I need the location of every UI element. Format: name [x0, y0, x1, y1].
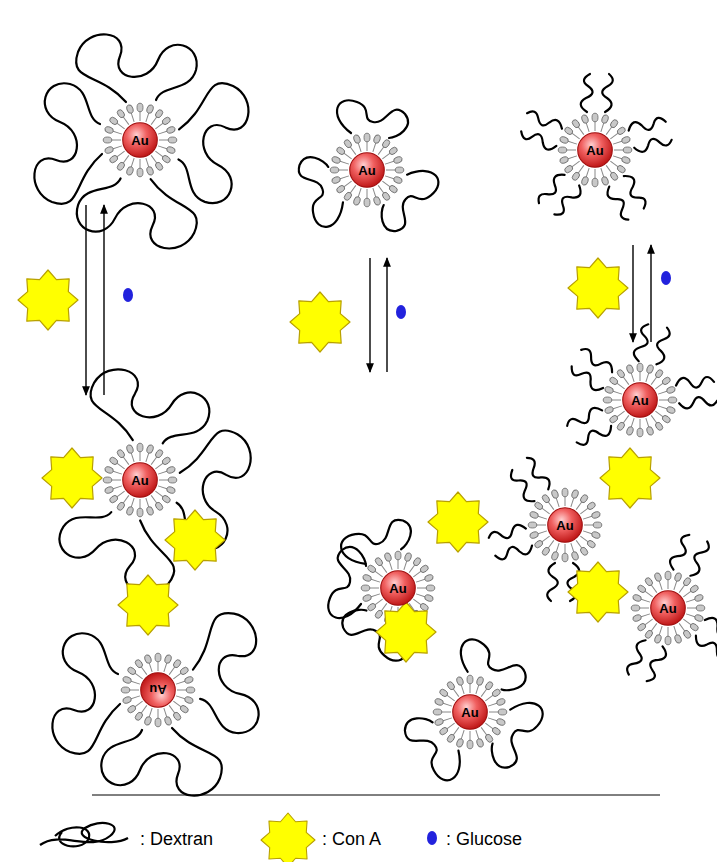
element-label: Au [659, 601, 676, 616]
element-label: Au [389, 581, 406, 596]
gold-core: Au [122, 462, 158, 498]
element-label: Au [461, 705, 478, 720]
element-label: Au [586, 143, 603, 158]
legend-text: : Dextran [140, 829, 213, 850]
particle-bottom-right-c [625, 532, 717, 685]
element-label: Au [131, 473, 148, 488]
gold-core: Au [122, 122, 158, 158]
element-label: Au [131, 133, 148, 148]
particle-top-right [518, 74, 672, 222]
legend-text: : Glucose [446, 829, 522, 850]
legend-glucose-sample [427, 831, 437, 845]
particle-bottom-right-a [565, 323, 717, 451]
gold-core: Au [622, 382, 658, 418]
equilibrium-arrows [86, 205, 651, 395]
element-label: Au [358, 163, 375, 178]
element-label: Au [631, 393, 648, 408]
particle-top-middle [286, 100, 442, 240]
gold-core: Au [140, 672, 176, 708]
gold-core: Au [452, 694, 488, 730]
particle-bottom-left-b [52, 609, 271, 796]
legend-dextran-sample [40, 823, 128, 846]
legend-text: : Con A [322, 829, 381, 850]
gold-core: Au [349, 152, 385, 188]
particle-bottom-middle-b [394, 636, 546, 785]
legend-cona-sample [261, 813, 315, 862]
gold-core: Au [650, 590, 686, 626]
element-label: Au [556, 518, 573, 533]
legend-rule [92, 795, 660, 796]
gold-core: Au [547, 507, 583, 543]
gold-core: Au [380, 570, 416, 606]
element-label: Au [149, 683, 166, 698]
particle-top-left [34, 34, 250, 250]
gold-core: Au [577, 132, 613, 168]
